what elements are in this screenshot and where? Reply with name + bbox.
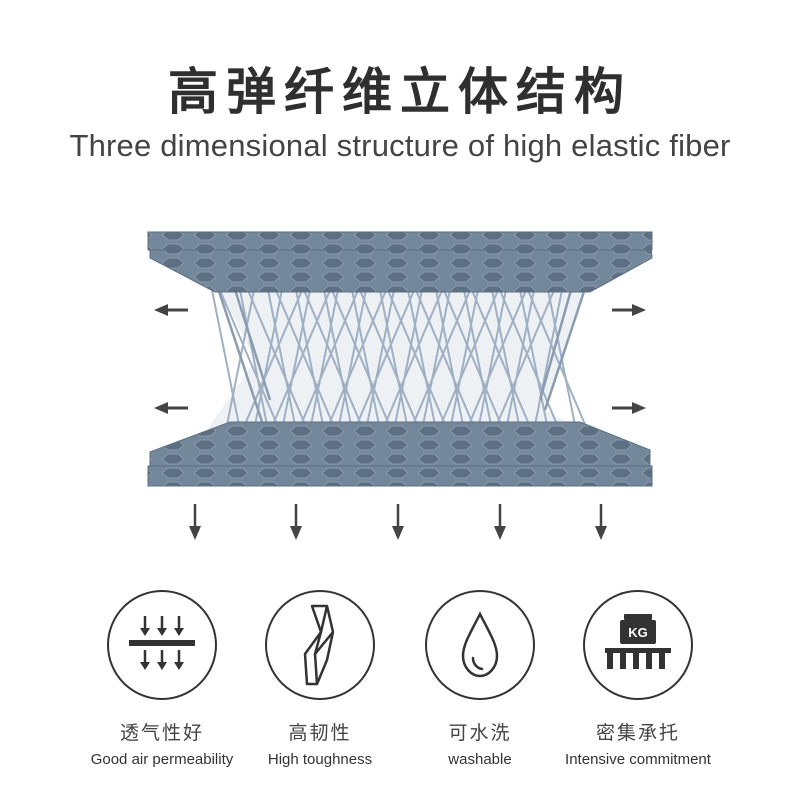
- weight-support-icon: KG: [583, 590, 693, 700]
- feature-list: 透气性好 Good air permeability 高韧性 High toug…: [0, 590, 800, 790]
- feature-label-en: High toughness: [267, 751, 373, 768]
- feature-intensive-commitment: KG 密集承托 Intensive commitment: [548, 590, 728, 768]
- feature-high-toughness: 高韧性 High toughness: [230, 590, 410, 768]
- arrow-down-icon: [595, 504, 607, 540]
- feature-label-en: Intensive commitment: [565, 751, 711, 768]
- feature-label-cn: 密集承托: [595, 722, 680, 744]
- air-permeability-icon: [107, 590, 217, 700]
- feature-label-en: Good air permeability: [90, 751, 234, 768]
- kg-label: KG: [628, 625, 648, 640]
- feature-label-cn: 透气性好: [119, 722, 204, 744]
- twisted-fiber-icon: [265, 590, 375, 700]
- arrow-down-icon: [290, 504, 302, 540]
- feature-washable: 可水洗 washable: [390, 590, 570, 768]
- feature-air-permeability: 透气性好 Good air permeability: [72, 590, 252, 768]
- arrow-down-icon: [392, 504, 404, 540]
- arrow-left-icon: [154, 304, 188, 316]
- arrow-right-icon: [612, 304, 646, 316]
- arrow-right-icon: [612, 402, 646, 414]
- water-drop-icon: [425, 590, 535, 700]
- top-mesh-edge: [147, 231, 653, 251]
- page-subtitle: Three dimensional structure of high elas…: [69, 128, 731, 163]
- arrow-left-icon: [154, 402, 188, 414]
- fiber-structure-diagram: [147, 231, 653, 540]
- feature-label-cn: 可水洗: [448, 722, 512, 744]
- feature-label-en: washable: [448, 751, 512, 768]
- page-title: 高弹纤维立体结构: [168, 63, 632, 121]
- feature-label-cn: 高韧性: [288, 722, 352, 744]
- bottom-mesh-edge: [147, 465, 653, 487]
- arrow-down-icon: [494, 504, 506, 540]
- arrow-down-icon: [189, 504, 201, 540]
